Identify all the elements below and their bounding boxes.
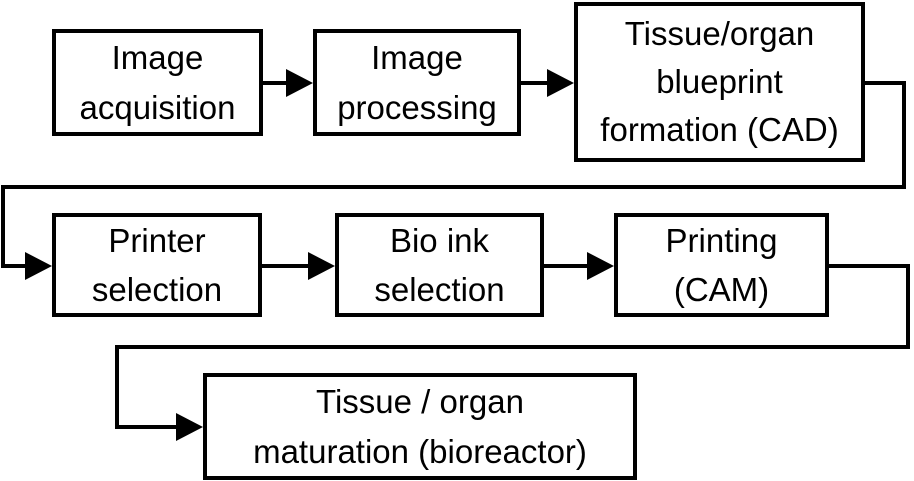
step-printer-selection: Printer selection: [52, 213, 262, 317]
arrow-blueprint-to-printer: [1, 81, 906, 268]
arrowhead-icon: [25, 252, 52, 280]
step-label: Printing (CAM): [665, 221, 778, 309]
step-printing: Printing (CAM): [614, 213, 829, 317]
step-label: Tissue / organ maturation (bioreactor): [253, 383, 587, 470]
arrowhead-icon: [176, 413, 203, 441]
step-label: Tissue/organ blueprint formation (CAD): [600, 15, 839, 148]
step-maturation: Tissue / organ maturation (bioreactor): [203, 373, 637, 480]
arrowhead-icon: [286, 69, 313, 97]
step-bioink-selection: Bio ink selection: [335, 213, 544, 317]
step-label: Image processing: [337, 39, 497, 126]
step-label: Printer selection: [91, 221, 223, 309]
step-label: Bio ink selection: [374, 221, 505, 309]
arrowhead-icon: [308, 252, 335, 280]
step-image-acquisition: Image acquisition: [52, 29, 263, 136]
step-image-processing: Image processing: [313, 29, 521, 136]
step-label: Image acquisition: [79, 39, 236, 126]
arrowhead-icon: [587, 252, 614, 280]
arrowhead-icon: [547, 69, 574, 97]
arrow-printing-to-maturation: [115, 264, 910, 429]
step-blueprint-formation: Tissue/organ blueprint formation (CAD): [574, 2, 865, 162]
